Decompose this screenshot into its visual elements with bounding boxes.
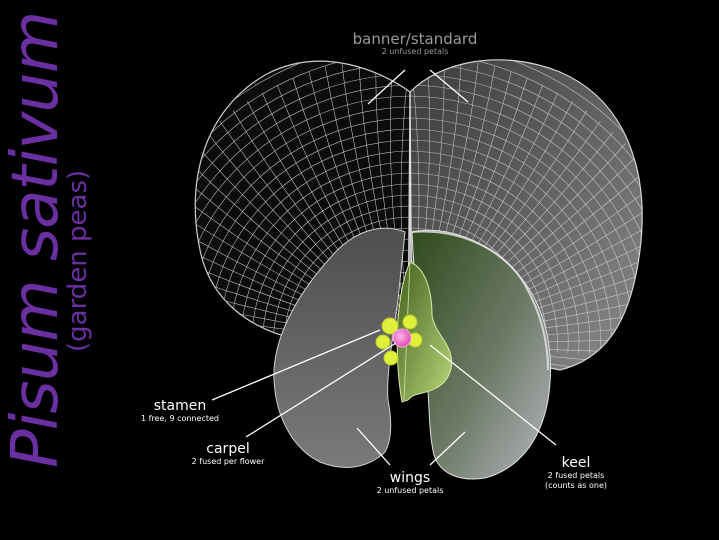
leader-banner-left	[367, 69, 406, 105]
mesh-line	[410, 59, 643, 360]
mesh-line	[410, 150, 601, 355]
label-wings: wings 2 unfused petals	[360, 470, 460, 496]
label-keel-detail: 2 fused petals	[547, 471, 605, 480]
leader-wings-right	[429, 431, 466, 466]
stamen-group	[375, 314, 423, 366]
mesh-line	[195, 73, 410, 341]
leader-stamen	[211, 329, 381, 401]
mesh-line	[273, 205, 410, 341]
anther	[381, 317, 399, 335]
leader-wings	[356, 427, 391, 466]
mesh-line	[195, 106, 410, 341]
mesh-line	[195, 117, 410, 341]
label-carpel: carpel 2 fused per flower	[178, 441, 278, 467]
species-title: Pisum sativum	[0, 11, 73, 468]
anther	[375, 334, 391, 350]
mesh-line	[251, 183, 410, 341]
mesh-line	[410, 73, 643, 359]
mesh-line	[410, 95, 643, 358]
leader-keel	[429, 344, 557, 446]
label-stamen: stamen 1 free, 9 connected	[130, 398, 230, 424]
leader-lines	[211, 69, 557, 466]
label-banner: banner/standard 2 unfused petals	[340, 31, 490, 57]
mesh-line	[410, 194, 558, 353]
mesh-line	[195, 84, 410, 341]
mesh-line	[410, 128, 623, 356]
label-banner-detail: 2 unfused petals	[381, 47, 449, 56]
mesh-line	[410, 84, 643, 359]
keel-petal	[396, 261, 453, 403]
anther	[383, 350, 399, 366]
label-stamen-detail: 1 free, 9 connected	[140, 414, 219, 423]
banner-petal-left	[194, 60, 411, 341]
label-wings-detail: 2 unfused petals	[376, 486, 444, 495]
mesh-line	[410, 172, 580, 354]
label-carpel-name: carpel	[206, 441, 250, 457]
label-keel: keel 2 fused petals (counts as one)	[526, 455, 626, 491]
label-keel-name: keel	[561, 455, 591, 471]
mesh-line	[410, 205, 547, 352]
mesh-line	[195, 62, 410, 341]
leader-carpel	[245, 342, 397, 438]
carpel	[392, 328, 412, 348]
mesh-line	[410, 62, 643, 360]
mesh-line	[240, 172, 410, 341]
leader-banner-right	[429, 69, 469, 103]
wing-petal-left	[273, 227, 406, 468]
label-keel-detail-2: (counts as one)	[544, 481, 608, 490]
label-stamen-name: stamen	[153, 398, 207, 414]
mesh-line	[410, 183, 569, 354]
anther	[402, 314, 418, 330]
label-carpel-detail: 2 fused per flower	[191, 457, 265, 466]
label-wings-name: wings	[389, 470, 431, 486]
wing-right-edge-highlight	[411, 230, 549, 371]
mesh-line	[410, 161, 591, 355]
label-banner-name: banner/standard	[352, 30, 478, 48]
common-name-title: (garden peas)	[63, 169, 93, 352]
mesh-line	[262, 194, 410, 341]
mesh-line	[410, 139, 612, 356]
mesh-line	[195, 95, 410, 341]
